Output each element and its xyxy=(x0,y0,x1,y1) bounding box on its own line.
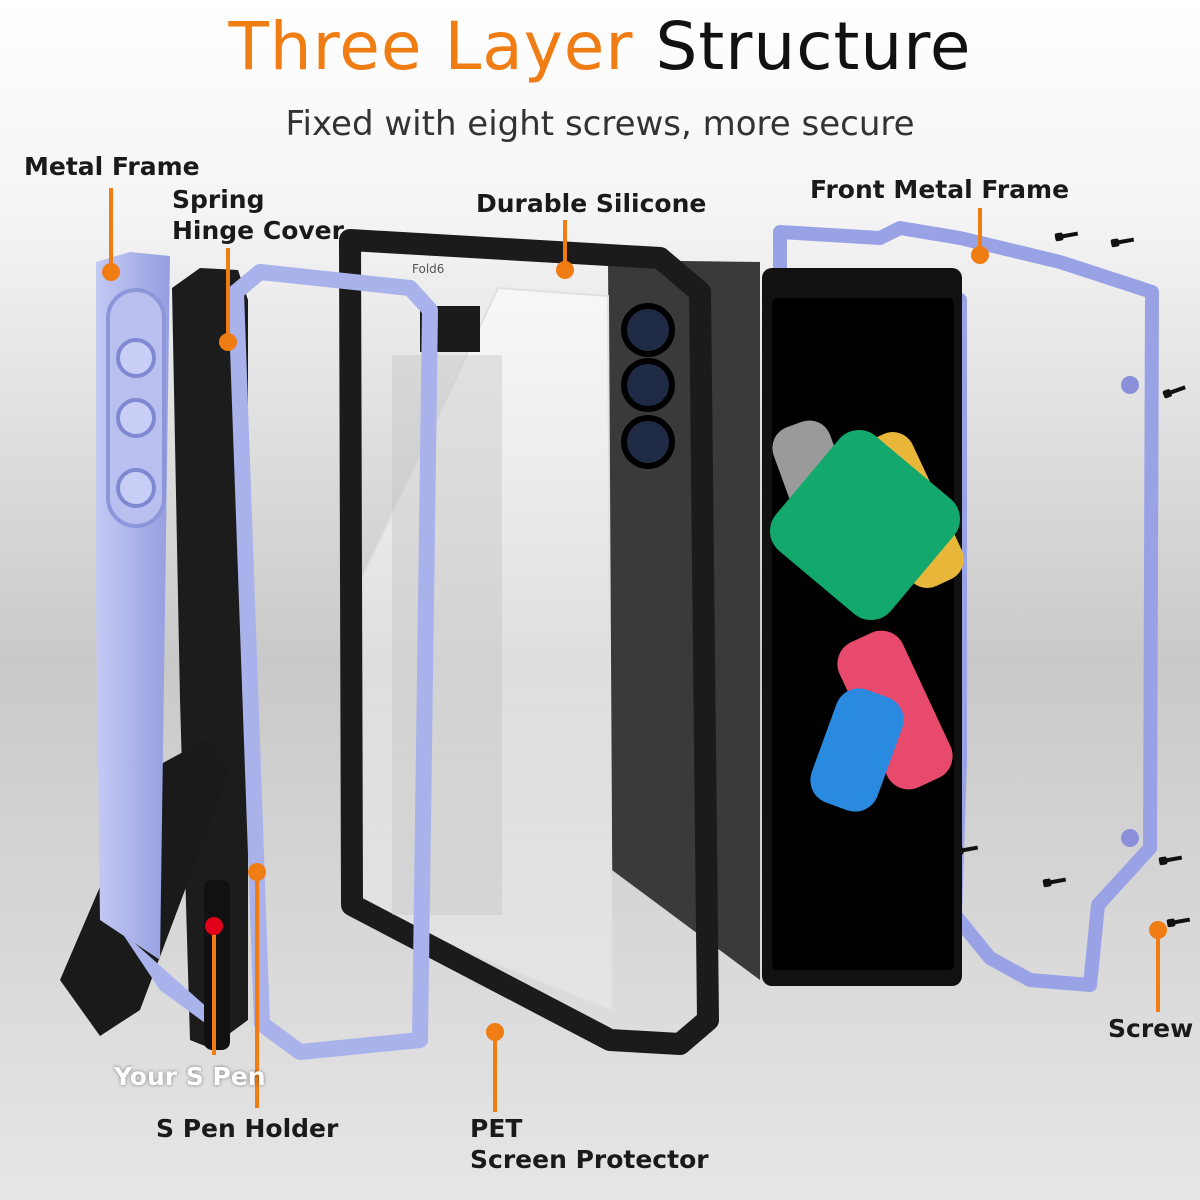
label-pet-screen-protector: PET Screen Protector xyxy=(470,1113,709,1175)
label-spring-line2: Hinge Cover xyxy=(172,216,344,245)
label-your-s-pen: Your S Pen xyxy=(114,1062,266,1091)
page-subtitle: Fixed with eight screws, more secure xyxy=(285,104,915,144)
title-main: Structure xyxy=(655,8,972,85)
title-accent: Three Layer xyxy=(228,8,634,85)
label-s-pen-holder: S Pen Holder xyxy=(156,1114,339,1143)
label-spring-hinge-cover: Spring Hinge Cover xyxy=(172,184,344,246)
leader-lines xyxy=(109,188,1160,1112)
s-pen xyxy=(204,880,230,1050)
leader-dot xyxy=(102,246,1167,1041)
durable-silicone-layer xyxy=(339,229,719,1055)
label-metal-frame: Metal Frame xyxy=(24,152,200,181)
label-screw: Screw xyxy=(1108,1014,1194,1043)
screw-icon xyxy=(954,231,1191,928)
label-spring-line1: Spring xyxy=(172,185,265,214)
label-durable-silicone: Durable Silicone xyxy=(476,189,707,218)
model-tag: Fold6 xyxy=(412,262,445,276)
page-title: Three Layer Structure xyxy=(0,8,1200,85)
metal-frame-back xyxy=(96,252,438,1060)
label-pet-line1: PET xyxy=(470,1114,523,1143)
label-pet-line2: Screen Protector xyxy=(470,1145,709,1174)
label-front-metal-frame: Front Metal Frame xyxy=(810,175,1070,204)
